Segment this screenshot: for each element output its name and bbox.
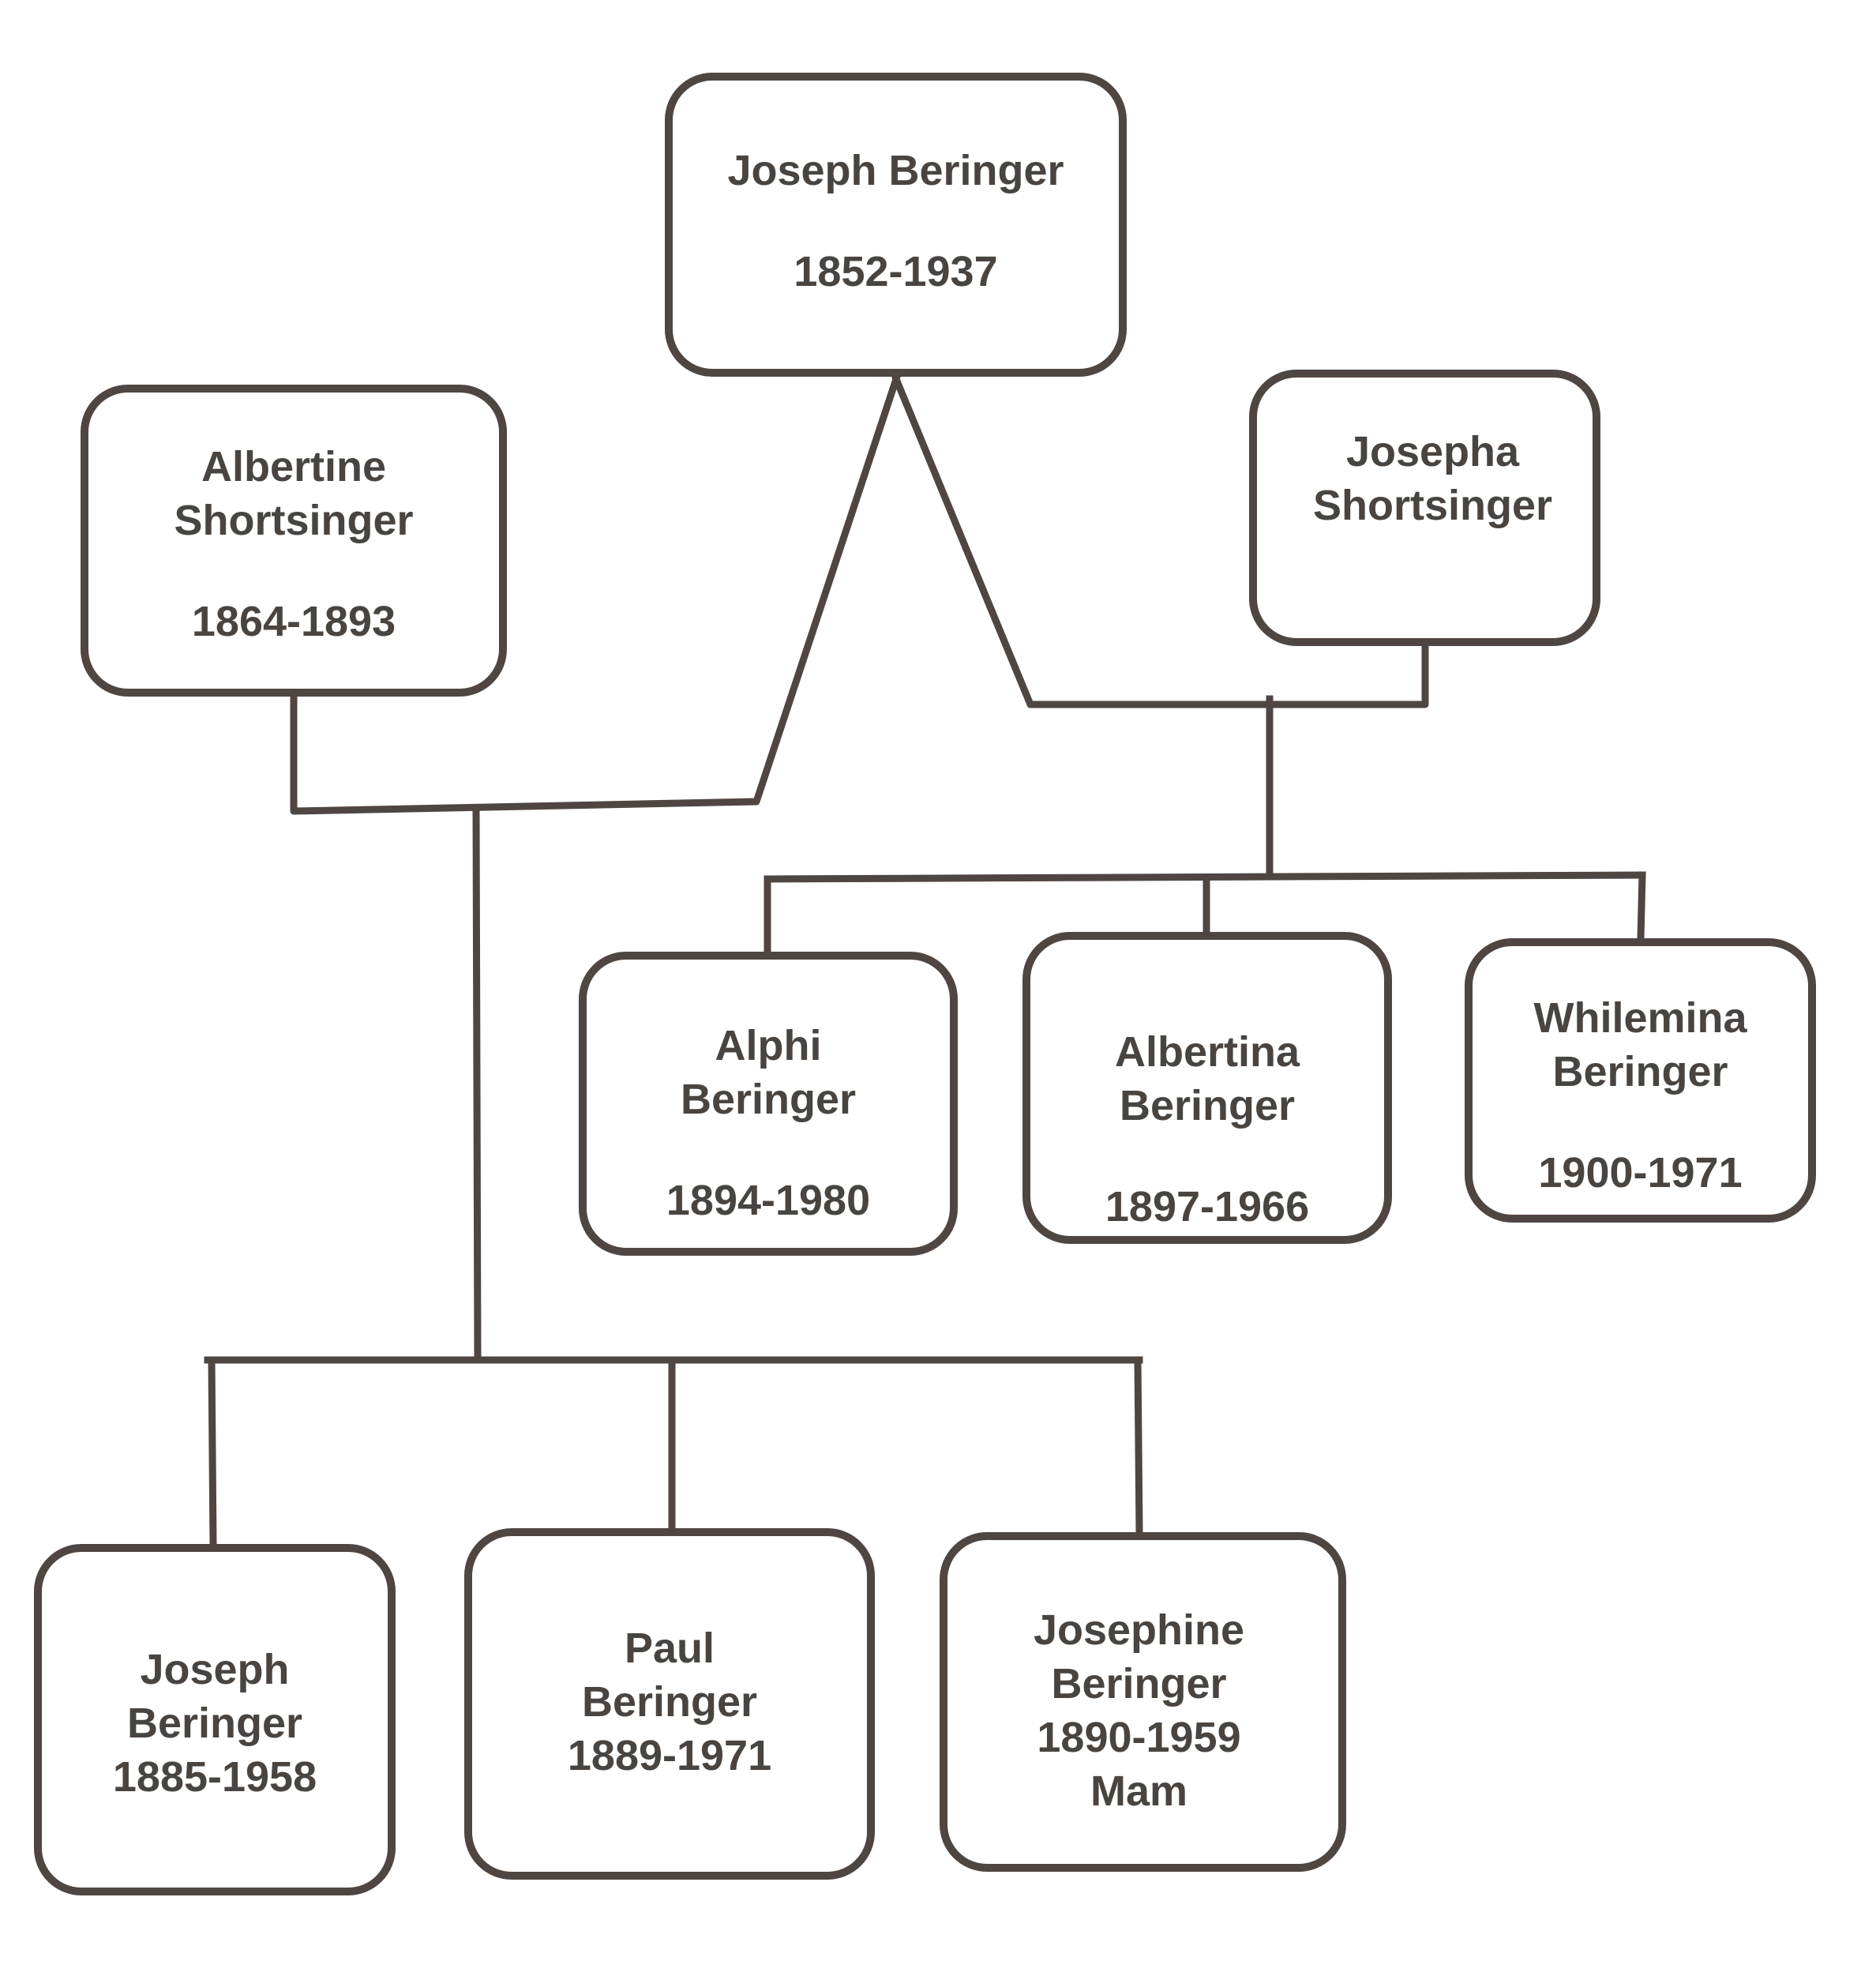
person-label: Albertine Shortsinger 1864-1893 [88, 440, 499, 648]
person-box-albertine-shortsinger[interactable]: Albertine Shortsinger 1864-1893 [81, 385, 507, 697]
person-years: 1864-1893 [191, 598, 396, 645]
person-box-alphi-beringer[interactable]: Alphi Beringer 1894-1980 [579, 952, 958, 1256]
person-name-first: Whilemina [1533, 994, 1747, 1042]
person-label: Joseph Beringer 1885-1958 [42, 1643, 388, 1804]
person-box-albertina-beringer[interactable]: Albertina Beringer 1897-1966 [1022, 932, 1392, 1244]
person-years: 1897-1966 [1105, 1183, 1310, 1230]
person-label: Joseph Beringer 1852-1937 [673, 144, 1119, 299]
person-name-last: Beringer [126, 1700, 303, 1747]
person-name-first: Albertine [201, 443, 387, 490]
person-box-josephine-beringer[interactable]: Josephine Beringer 1890-1959 Mam [940, 1532, 1346, 1872]
person-years: 1889-1971 [567, 1732, 772, 1779]
person-name-first: Josepha [1345, 428, 1520, 475]
person-box-joseph-beringer-jr[interactable]: Joseph Beringer 1885-1958 [34, 1544, 396, 1895]
person-name-last: Shortsinger [1312, 482, 1553, 529]
person-name: Joseph Beringer [727, 147, 1064, 194]
person-years: 1900-1971 [1538, 1149, 1743, 1197]
person-label: Josepha Shortsinger [1273, 425, 1593, 532]
person-years: 1852-1937 [794, 248, 998, 295]
connector-to-joseph-jr [208, 1356, 217, 1548]
person-name-first: Josephine [1033, 1606, 1245, 1654]
person-label: Whilemina Beringer 1900-1971 [1473, 991, 1808, 1200]
connector-joseph-to-albertine-union [290, 374, 901, 815]
connector-joseph-to-josepha-union [891, 374, 1429, 708]
person-box-paul-beringer[interactable]: Paul Beringer 1889-1971 [464, 1528, 875, 1880]
person-name-last: Shortsinger [174, 497, 414, 544]
person-label: Alphi Beringer 1894-1980 [587, 1019, 950, 1227]
person-box-joseph-beringer-sr[interactable]: Joseph Beringer 1852-1937 [665, 73, 1127, 377]
person-name-first: Albertina [1114, 1028, 1300, 1076]
person-years: 1890-1959 [1037, 1714, 1241, 1761]
person-note: Mam [1090, 1768, 1188, 1815]
person-box-josepha-shortsinger[interactable]: Josepha Shortsinger [1249, 370, 1600, 646]
connector-to-whilemina [1637, 871, 1646, 942]
connector-first-family-trunk [472, 807, 482, 1360]
person-name-last: Beringer [581, 1678, 758, 1726]
person-name-last: Beringer [680, 1076, 857, 1123]
person-name-first: Paul [624, 1625, 715, 1672]
connector-to-josephine [1134, 1356, 1143, 1536]
person-years: 1894-1980 [666, 1177, 871, 1224]
person-label: Josephine Beringer 1890-1959 Mam [940, 1603, 1338, 1818]
person-box-whilemina-beringer[interactable]: Whilemina Beringer 1900-1971 [1465, 938, 1816, 1223]
person-name-first: Alphi [715, 1022, 822, 1069]
person-label: Paul Beringer 1889-1971 [472, 1621, 867, 1783]
person-name-first: Joseph [140, 1646, 290, 1693]
person-years: 1885-1958 [112, 1753, 317, 1801]
person-name-last: Beringer [1552, 1048, 1728, 1095]
person-label: Albertina Beringer 1897-1966 [1030, 1025, 1384, 1234]
person-name-last: Beringer [1051, 1660, 1227, 1707]
person-name-last: Beringer [1119, 1082, 1296, 1129]
